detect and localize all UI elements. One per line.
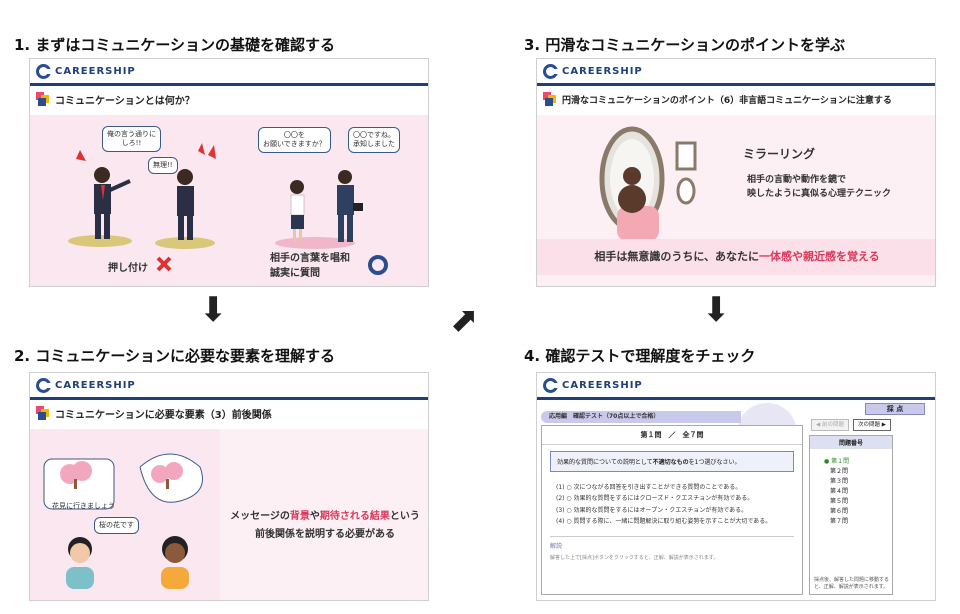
question-counter: 第１問 ／ 全７問 xyxy=(542,426,802,445)
explanation-text: 解答した上で[採点]ボタンをクリックすると、正解、解説が表示されます。 xyxy=(550,554,719,561)
question-panel: 第１問 ／ 全７問 効果的な質問についての説明として不適切なものを1つ選びなさい… xyxy=(541,425,803,595)
step-4-title: 4. 確認テストで理解度をチェック xyxy=(524,347,756,365)
slide-heading: 円滑なコミュニケーションのポイント（6）非言語コミュニケーションに注意する xyxy=(537,86,935,112)
careership-logo: CAREERSHIP xyxy=(543,63,643,79)
slide-header: CAREERSHIP xyxy=(537,373,935,400)
mirror-illustration xyxy=(599,126,697,241)
slide-heading: コミュニケーションに必要な要素（3）前後関係 xyxy=(30,400,428,426)
slide-header: CAREERSHIP xyxy=(30,59,428,86)
answer-option[interactable]: (4) ○ 質問する際に、一緒に問題解決に取り組む姿勢を示すことが大切である。 xyxy=(556,518,772,526)
step-1-title: 1. まずはコミュニケーションの基礎を確認する xyxy=(14,36,336,54)
answer-option[interactable]: (1) ○ 次につながる回答を引き出すことができる質問のことである。 xyxy=(556,484,742,491)
step-3-title: 3. 円滑なコミュニケーションのポイントを学ぶ xyxy=(524,36,846,54)
prev-question-button[interactable]: ◀ 前の問題 xyxy=(811,419,849,431)
speech-bubble: 〇〇を お願いできますか？ xyxy=(258,127,331,154)
question-list-note: 採点後、解答した問題に移動すると、正解、解説が表示されます。 xyxy=(814,577,890,590)
question-list-panel: 問題番号 ● 第１問 第２問 第３問 第４問 第５問 第６問 第７問 採点後、解… xyxy=(809,435,893,595)
careership-logo: CAREERSHIP xyxy=(543,377,643,393)
slide-basics: CAREERSHIP コミュニケーションとは何か？ xyxy=(29,58,429,287)
slide-points: CAREERSHIP 円滑なコミュニケーションのポイント（6）非言語コミュニケー… xyxy=(536,58,936,287)
arrow-down-icon: ⬇ xyxy=(199,290,228,330)
bad-example-label: 押し付け xyxy=(108,263,148,274)
logo-mark-icon xyxy=(36,377,52,393)
chat-bubbles-icon xyxy=(543,92,557,106)
logo-mark-icon xyxy=(36,63,52,79)
question-list-item[interactable]: 第４問 xyxy=(830,488,849,495)
slide-quiz: CAREERSHIP 応用編 確認テスト（70点以上で合格） 第１問 ／ 全７問… xyxy=(536,372,936,601)
woman-figure xyxy=(290,180,305,243)
question-list-item[interactable]: 第３問 xyxy=(830,478,849,485)
chat-bubbles-icon xyxy=(36,406,50,420)
slide-illustration-area: 花見に行きましょう 桜の花です xyxy=(30,429,220,600)
good-example-label: 相手の言葉を唱和 誠実に質問 xyxy=(270,253,350,279)
slide-body: 俺の言う通りに しろ!! 無理!! 〇〇を お願いできますか？ 〇〇ですね。 承… xyxy=(30,115,428,286)
question-list-item[interactable]: 第７問 xyxy=(830,518,849,525)
slide-header: CAREERSHIP xyxy=(30,373,428,400)
slide-body: ミラーリング 相手の言動や動作を鏡で 映したように真似る心理テクニック 相手は無… xyxy=(537,115,935,286)
speech-bubble: 〇〇ですね。 承知しました xyxy=(348,127,400,154)
speech-bubble: 俺の言う通りに しろ!! xyxy=(102,126,161,153)
chat-bubbles-icon xyxy=(36,92,50,106)
question-list: ● 第１問 第２問 第３問 第４問 第５問 第６問 第７問 xyxy=(810,449,892,527)
person-woman-figure xyxy=(161,536,189,589)
illustration xyxy=(68,143,388,275)
question-list-item[interactable]: 第５問 xyxy=(830,498,849,505)
speech-bubble: 無理!! xyxy=(148,157,178,175)
cherry-tree-icon xyxy=(60,461,92,489)
arrow-up-right-icon: ⬈ xyxy=(450,300,479,340)
key-message: メッセージの背景や期待される結果という xyxy=(230,511,420,522)
angry-man-figure xyxy=(94,167,131,239)
slide-elements: CAREERSHIP コミュニケーションに必要な要素（3）前後関係 xyxy=(29,372,429,601)
question-list-item[interactable]: 第６問 xyxy=(830,508,849,515)
explanation-label: 解説 xyxy=(550,535,794,550)
speech-bubble: 桜の花です xyxy=(94,517,139,535)
careership-logo: CAREERSHIP xyxy=(36,377,136,393)
logo-mark-icon xyxy=(543,377,559,393)
question-list-item[interactable]: ● 第１問 xyxy=(824,458,850,465)
step-2-title: 2. コミュニケーションに必要な要素を理解する xyxy=(14,347,336,365)
speech-bubble: 花見に行きましょう xyxy=(52,502,115,510)
cherry-tree-icon xyxy=(151,462,183,489)
logo-mark-icon xyxy=(543,63,559,79)
question-list-item[interactable]: 第２問 xyxy=(830,468,849,475)
answer-option[interactable]: (2) ○ 効果的な質問をするにはクローズド・クエスチョンが有効である。 xyxy=(556,495,754,503)
person-man-figure xyxy=(66,537,94,589)
question-list-title: 問題番号 xyxy=(810,436,892,449)
quiz-tab[interactable]: 応用編 確認テスト（70点以上で合格） xyxy=(541,411,741,423)
technique-description: 相手の言動や動作を鏡で 映したように真似る心理テクニック xyxy=(747,175,892,200)
businessman-figure xyxy=(337,170,363,242)
slide-header: CAREERSHIP xyxy=(537,59,935,86)
arrow-down-icon: ⬇ xyxy=(702,290,731,330)
circle-ok-icon xyxy=(368,255,388,275)
effect-message: 相手は無意識のうちに、あなたに一体感や親近感を覚える xyxy=(537,239,935,275)
slide-message-area: メッセージの背景や期待される結果という 前後関係を説明する必要がある xyxy=(220,429,428,600)
careership-logo: CAREERSHIP xyxy=(36,63,136,79)
answer-options: (1) ○ 次につながる回答を引き出すことができる質問のことである。 (2) ○… xyxy=(542,478,802,532)
next-question-button[interactable]: 次の問題 ▶ xyxy=(853,419,891,431)
score-button[interactable]: 採 点 xyxy=(865,403,925,415)
technique-title: ミラーリング xyxy=(743,147,816,161)
slide-heading: コミュニケーションとは何か？ xyxy=(30,86,428,112)
answer-option[interactable]: (3) ○ 効果的な質問をするにはオープン・クエスチョンが有効である。 xyxy=(556,506,748,514)
cross-ng-icon xyxy=(156,256,172,272)
question-text: 効果的な質問についての説明として不適切なものを1つ選びなさい。 xyxy=(550,451,794,472)
anger-marks xyxy=(76,143,216,161)
key-message-line2: 前後関係を説明する必要がある xyxy=(255,529,395,540)
refusing-man-figure xyxy=(177,169,194,240)
illustration xyxy=(43,453,203,589)
